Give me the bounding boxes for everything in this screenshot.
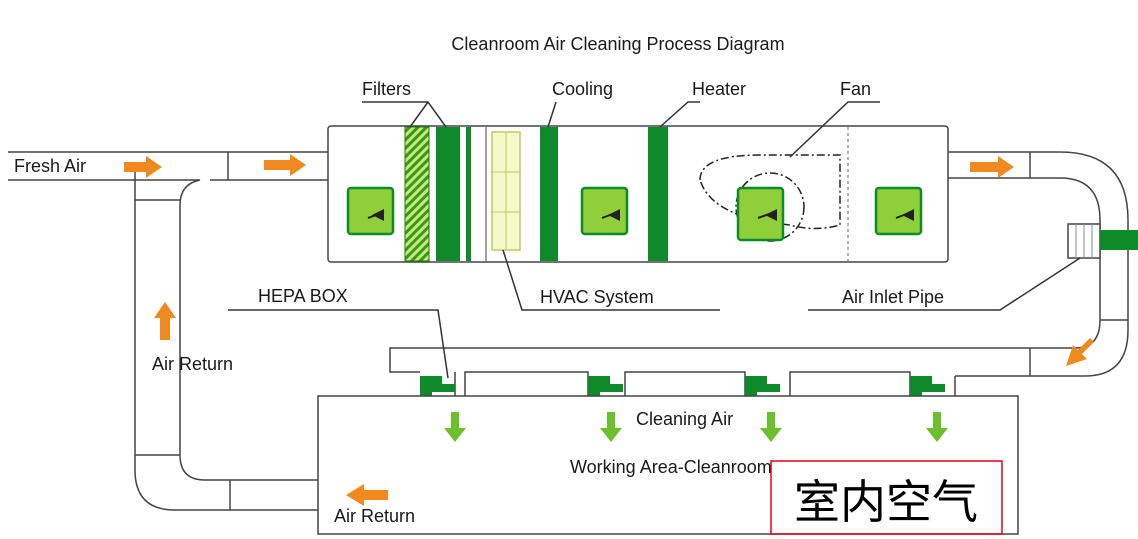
fresh-air-arrow-2	[264, 154, 306, 176]
label-air-inlet-pipe: Air Inlet Pipe	[842, 287, 944, 307]
label-filters: Filters	[362, 79, 411, 99]
clean-air-arrow-2	[600, 412, 622, 442]
access-panel-4	[874, 186, 923, 236]
overlay-text: 室内空气	[794, 475, 978, 529]
filter-solid-1	[436, 127, 460, 261]
supply-air-arrow-diag	[1066, 338, 1094, 366]
outlet-air-arrow	[970, 156, 1014, 178]
hepa-box-1	[420, 376, 455, 396]
leader-lines	[228, 101, 1081, 379]
clean-air-arrow-4	[926, 412, 948, 442]
label-hvac-system: HVAC System	[540, 287, 654, 307]
left-return-duct	[134, 172, 318, 511]
filter-solid-2	[466, 127, 471, 261]
label-fan: Fan	[840, 79, 871, 99]
cleanroom-box	[317, 395, 1019, 535]
label-working-area: Working Area-Cleanroom	[570, 457, 772, 477]
heater-coil	[648, 127, 668, 261]
access-panel-1	[346, 186, 395, 236]
supply-duct-right	[948, 151, 1129, 377]
hepa-box-4	[910, 376, 945, 396]
hepa-box-2	[588, 376, 623, 396]
fan-unit	[699, 127, 849, 261]
return-air-arrow-left	[346, 484, 388, 506]
label-cooling: Cooling	[552, 79, 613, 99]
filter-hatched	[404, 126, 430, 262]
prefilter-panel	[491, 131, 521, 251]
air-inlet-damper	[1067, 223, 1138, 259]
label-cleaning-air: Cleaning Air	[636, 409, 733, 429]
cooling-coil	[540, 127, 558, 261]
label-air-return-bottom: Air Return	[334, 506, 415, 526]
label-hepa-box: HEPA BOX	[258, 286, 348, 306]
access-panel-2	[580, 186, 629, 236]
fresh-air-arrow-1	[124, 156, 162, 178]
hvac-unit	[327, 125, 949, 263]
clean-air-arrow-1	[444, 412, 466, 442]
clean-air-arrow-3	[760, 412, 782, 442]
label-fresh-air: Fresh Air	[14, 156, 86, 176]
label-heater: Heater	[692, 79, 746, 99]
overlay-box	[770, 460, 1003, 535]
hepa-box-3	[745, 376, 780, 396]
return-air-arrow-up	[154, 302, 176, 340]
diagram-title: Cleanroom Air Cleaning Process Diagram	[451, 34, 784, 54]
fresh-air-duct	[8, 151, 328, 206]
label-air-return-left: Air Return	[152, 354, 233, 374]
